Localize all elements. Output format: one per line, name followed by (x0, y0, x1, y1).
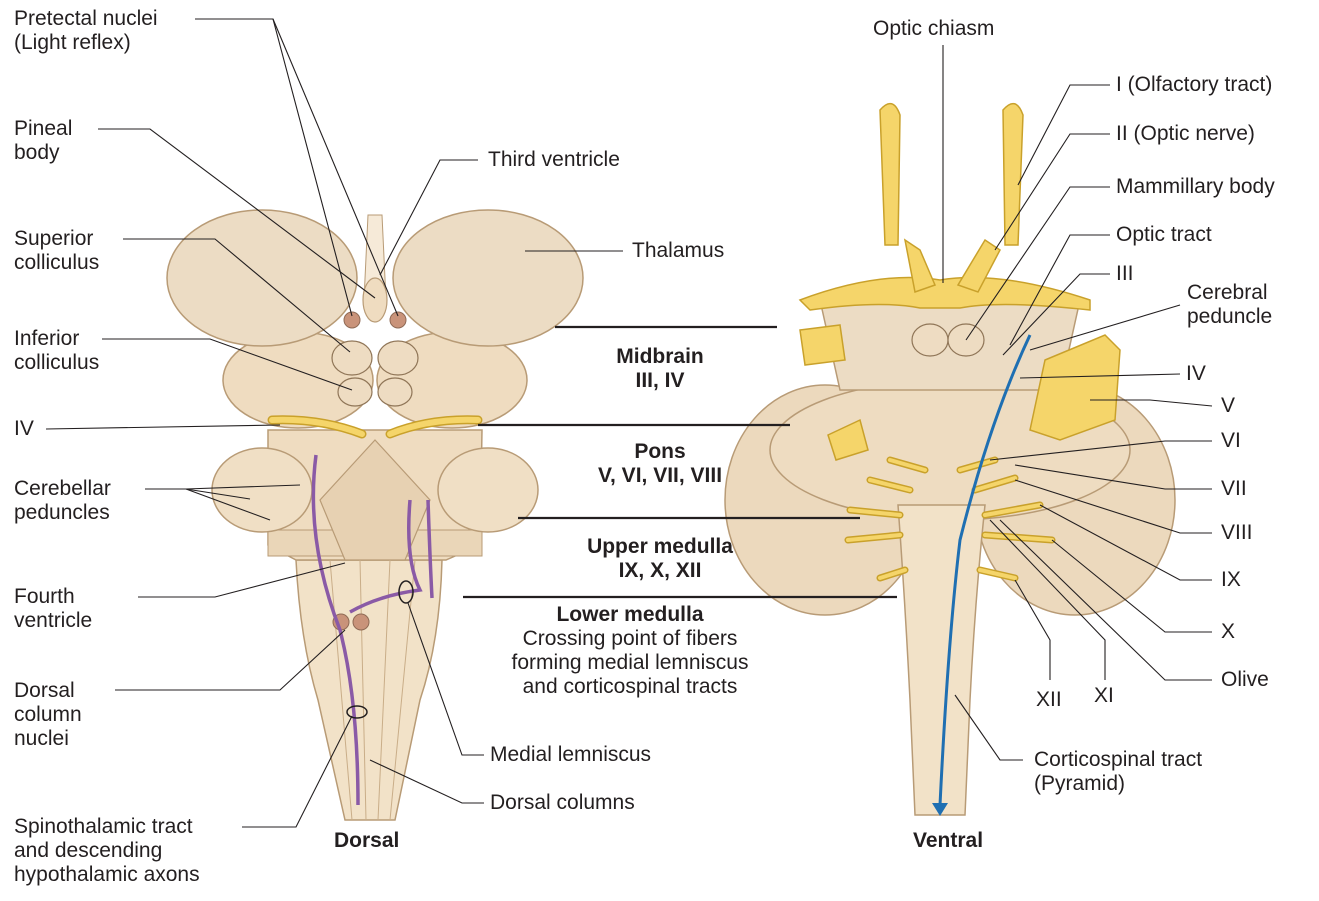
dorsal-brainstem (167, 210, 583, 820)
inferior-colliculus-left (338, 378, 372, 406)
right-thalamus (393, 210, 583, 346)
label-superior-colliculus: Superior colliculus (14, 227, 99, 275)
label-corticospinal-tract: Corticospinal tract (Pyramid) (1034, 748, 1202, 796)
dorsal-medulla (296, 560, 442, 820)
olfactory-tract-left (880, 104, 900, 245)
leader-olfactory (1018, 85, 1110, 185)
label-xii: XII (1036, 688, 1062, 712)
label-optic-chiasm: Optic chiasm (873, 17, 994, 41)
inferior-colliculus-right (378, 378, 412, 406)
label-pretectal-nuclei: Pretectal nuclei (Light reflex) (14, 7, 158, 55)
label-cerebral-peduncle: Cerebral peduncle (1187, 281, 1272, 329)
label-upper-medulla: Upper medulla IX, X, XII (520, 535, 800, 583)
label-viii: VIII (1221, 521, 1253, 545)
label-vi: VI (1221, 429, 1241, 453)
superior-colliculus-left (332, 341, 372, 375)
label-dorsal-column-nuclei: Dorsal column nuclei (14, 679, 82, 751)
label-optic-nerve: II (Optic nerve) (1116, 122, 1255, 146)
label-mammillary-body: Mammillary body (1116, 175, 1275, 199)
label-spinothalamic: Spinothalamic tract and descending hypot… (14, 815, 200, 887)
label-pineal-body: Pineal body (14, 117, 72, 165)
label-ix: IX (1221, 568, 1241, 592)
cerebral-peduncle-nerve (800, 325, 845, 365)
view-title-dorsal: Dorsal (334, 829, 399, 853)
leader-iv-left (46, 425, 280, 429)
label-iv-left: IV (14, 417, 34, 441)
label-vii: VII (1221, 477, 1247, 501)
superior-colliculus-right (378, 341, 418, 375)
label-optic-tract: Optic tract (1116, 223, 1212, 247)
mammillary-body-left (912, 324, 948, 356)
label-inferior-colliculus: Inferior colliculus (14, 327, 99, 375)
label-iv-right: IV (1186, 362, 1206, 386)
label-olive: Olive (1221, 668, 1269, 692)
label-iii: III (1116, 262, 1134, 286)
pretectal-nucleus-right (390, 312, 406, 328)
optic-chiasm (800, 278, 1090, 311)
left-cerebellar-peduncle (212, 448, 312, 532)
label-v: V (1221, 394, 1235, 418)
label-x: X (1221, 620, 1235, 644)
view-title-ventral: Ventral (913, 829, 983, 853)
label-medial-lemniscus: Medial lemniscus (490, 743, 651, 767)
dorsal-column-nucleus-right (353, 614, 369, 630)
label-olfactory-tract: I (Olfactory tract) (1116, 73, 1272, 97)
label-fourth-ventricle: Fourth ventricle (14, 585, 92, 633)
label-dorsal-columns: Dorsal columns (490, 791, 635, 815)
pineal-body (363, 278, 387, 322)
label-lower-medulla: Lower medulla Crossing point of fibers f… (480, 603, 780, 699)
label-third-ventricle: Third ventricle (488, 148, 620, 172)
olfactory-tract-right (1003, 104, 1023, 245)
label-thalamus: Thalamus (632, 239, 724, 263)
label-xi: XI (1094, 684, 1114, 708)
label-cerebellar-peduncles: Cerebellar peduncles (14, 477, 111, 525)
label-pons: Pons V, VI, VII, VIII (520, 440, 800, 488)
label-midbrain: Midbrain III, IV (560, 345, 760, 393)
